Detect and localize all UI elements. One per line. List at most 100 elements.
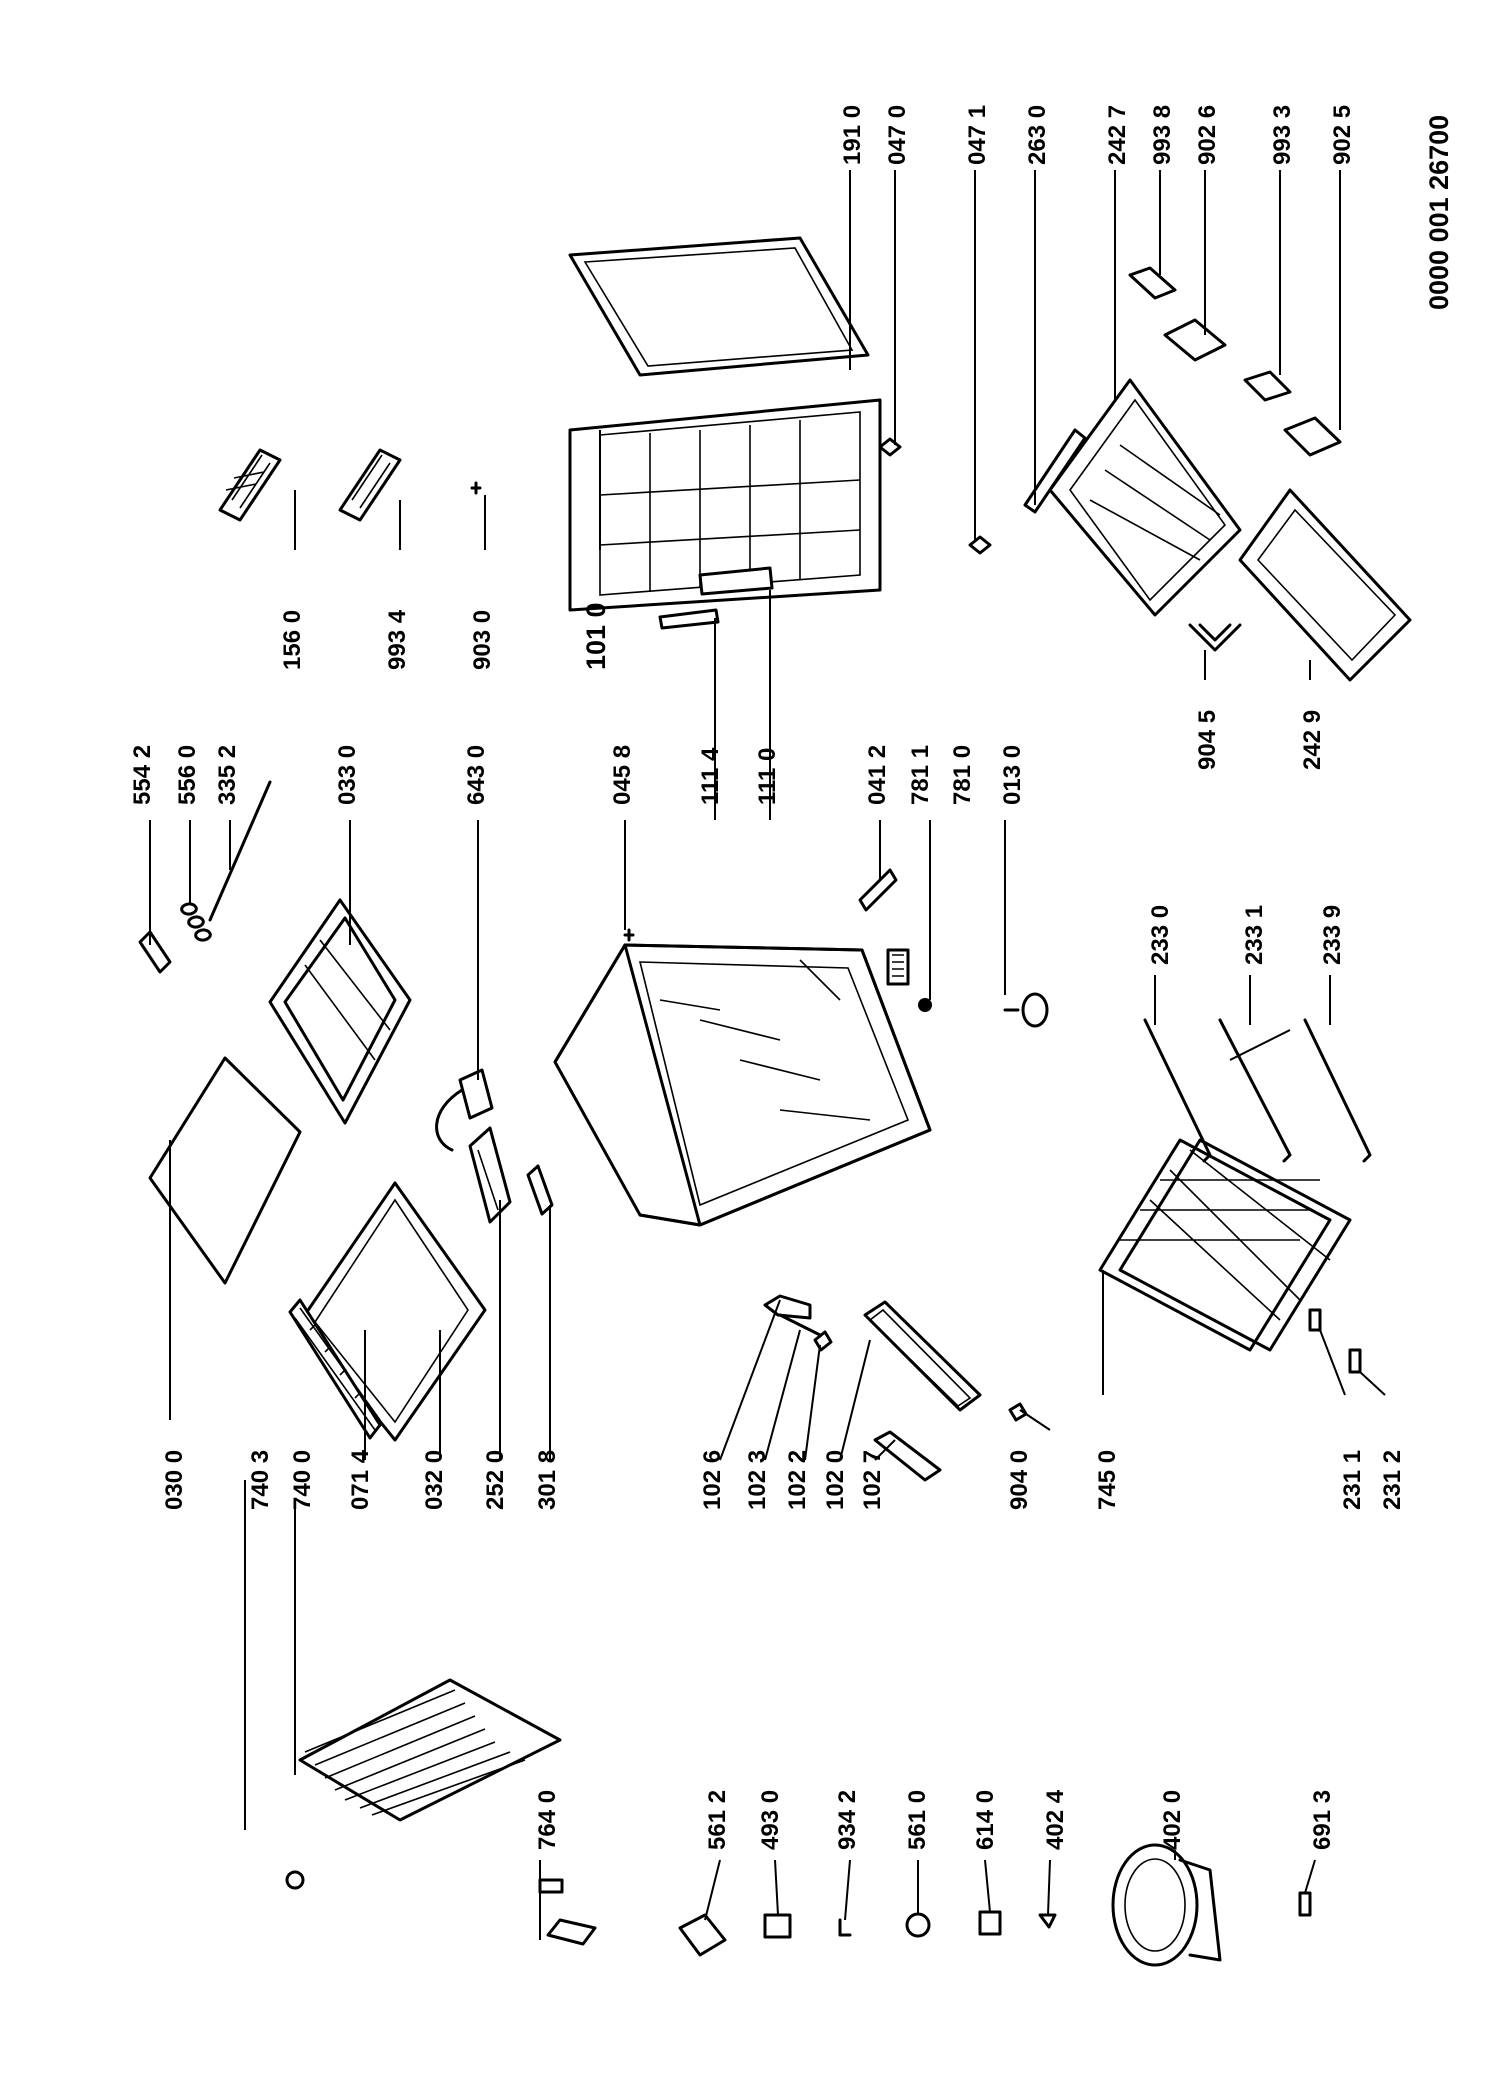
part-gasket-frame (298, 1181, 487, 1442)
part-bar-102-3 (778, 1313, 822, 1337)
part-plate-993-3 (1243, 370, 1292, 402)
part-number-label: 102 3 (744, 1450, 771, 1510)
part-number-label: 301 8 (534, 1450, 561, 1510)
part-rod-335 (208, 780, 272, 922)
part-number-label: 781 0 (949, 745, 976, 805)
part-number-label: 402 4 (1042, 1789, 1069, 1850)
part-drawer-242-7 (1048, 378, 1242, 617)
part-spring-556 (180, 902, 212, 942)
part-number-label: 191 0 (839, 105, 866, 165)
part-rail-233-0 (1143, 1018, 1212, 1163)
part-number-label: 902 6 (1194, 105, 1221, 165)
part-drawings (138, 170, 1412, 1967)
part-691-3 (1298, 1891, 1312, 1917)
part-number-label: 156 0 (279, 610, 306, 670)
part-relay-561-2 (678, 1913, 727, 1957)
part-relay-614-0 (978, 1910, 1002, 1936)
part-number-label: 902 5 (1329, 105, 1356, 165)
part-bracket-554 (138, 930, 172, 974)
part-number-label: 233 0 (1147, 905, 1174, 965)
part-plate-993-8 (1128, 266, 1177, 300)
part-number-label: 643 0 (463, 745, 490, 805)
part-clip-231-2 (1348, 1348, 1362, 1374)
part-number-label: 233 1 (1241, 905, 1268, 965)
part-number-label: 111 0 (754, 748, 781, 805)
part-bracket-902-5 (1283, 416, 1342, 457)
part-number-label: 013 0 (999, 745, 1026, 805)
part-number-label: 745 0 (1094, 1450, 1121, 1510)
part-number-label: 904 0 (1006, 1450, 1033, 1510)
part-number-label: 101 0 (581, 602, 611, 670)
part-number-label: 402 0 (1159, 1790, 1186, 1850)
part-number-label: 764 0 (534, 1790, 561, 1850)
part-board-781-1 (886, 948, 910, 986)
part-strip-263 (1023, 428, 1087, 514)
part-number-label: 934 2 (834, 1790, 861, 1850)
part-number-label: 242 9 (1299, 710, 1326, 770)
part-number-label: 102 2 (784, 1450, 811, 1510)
part-rail-233-1 (1218, 1018, 1292, 1163)
part-number-label: 493 0 (757, 1790, 784, 1850)
part-evaporator-strip (288, 1298, 382, 1440)
leader-lines (149, 170, 1386, 1940)
part-handle-111-4 (658, 608, 720, 630)
part-drawer-242-9 (1238, 488, 1412, 682)
part-number-label: 233 9 (1319, 905, 1346, 965)
drawing-number: 0000 001 26700 (1424, 115, 1454, 310)
part-grid-panel (568, 398, 882, 612)
part-number-label: 071 4 (347, 1449, 374, 1510)
part-number-label: 740 0 (289, 1450, 316, 1510)
part-number-label: 102 0 (822, 1450, 849, 1510)
part-foot-013 (1003, 992, 1049, 1028)
part-number-label: 561 0 (904, 1790, 931, 1850)
part-number-label: 335 2 (214, 745, 241, 805)
part-clip-231-1 (1308, 1308, 1322, 1332)
part-number-label: 554 2 (129, 745, 156, 805)
part-number-label: 032 0 (421, 1450, 448, 1510)
part-number-label: 111 4 (697, 747, 724, 805)
part-ice-tray-156 (218, 448, 282, 522)
part-number-label: 047 0 (884, 105, 911, 165)
part-number-label: 242 7 (1104, 105, 1131, 165)
part-clip-402-4 (1038, 1913, 1057, 1929)
part-number-label: 993 8 (1149, 105, 1176, 165)
part-ice-tray-993 (338, 448, 402, 522)
part-condenser (285, 1678, 564, 1894)
part-number-label: 033 0 (334, 745, 361, 805)
part-relay-493-0 (763, 1913, 792, 1939)
part-inner-tray (268, 898, 412, 1125)
part-number-label: 045 8 (609, 745, 636, 805)
part-number-label: 781 1 (907, 745, 934, 805)
part-number-label: 691 3 (1309, 1790, 1336, 1850)
part-wire-baskets (1098, 1138, 1352, 1395)
part-screw-903 (470, 481, 482, 495)
part-number-label: 556 0 (174, 745, 201, 805)
part-small-strip (526, 1164, 554, 1216)
part-knob-781-0 (918, 998, 932, 1012)
part-drier (546, 1918, 597, 1946)
part-number-label: 102 6 (699, 1450, 726, 1510)
part-number-label: 740 3 (247, 1450, 274, 1510)
part-number-label: 993 4 (384, 609, 411, 670)
part-screw-045 (623, 928, 635, 942)
part-top-panel (148, 1056, 302, 1285)
part-number-label: 263 0 (1024, 105, 1051, 165)
part-door-shelf-102-0 (863, 1300, 982, 1412)
part-number-label: 030 0 (161, 1450, 188, 1510)
part-047-0 (878, 437, 902, 457)
part-bin-102-6 (763, 1294, 812, 1320)
part-bracket-041 (858, 868, 898, 912)
part-thermostat (435, 1068, 494, 1152)
part-number-label: 041 2 (864, 745, 891, 805)
part-number-label: 102 7 (859, 1450, 886, 1510)
part-904-5 (1188, 623, 1242, 652)
part-number-label: 993 3 (1269, 105, 1296, 165)
part-clip-934-2 (838, 1918, 852, 1937)
part-rail-233-9 (1303, 1018, 1372, 1163)
part-lamp-cover (468, 1126, 512, 1224)
part-number-label: 231 1 (1339, 1450, 1366, 1510)
part-number-label: 903 0 (469, 610, 496, 670)
part-cabinet (553, 943, 932, 1227)
part-bracket-902-6 (1163, 318, 1227, 362)
